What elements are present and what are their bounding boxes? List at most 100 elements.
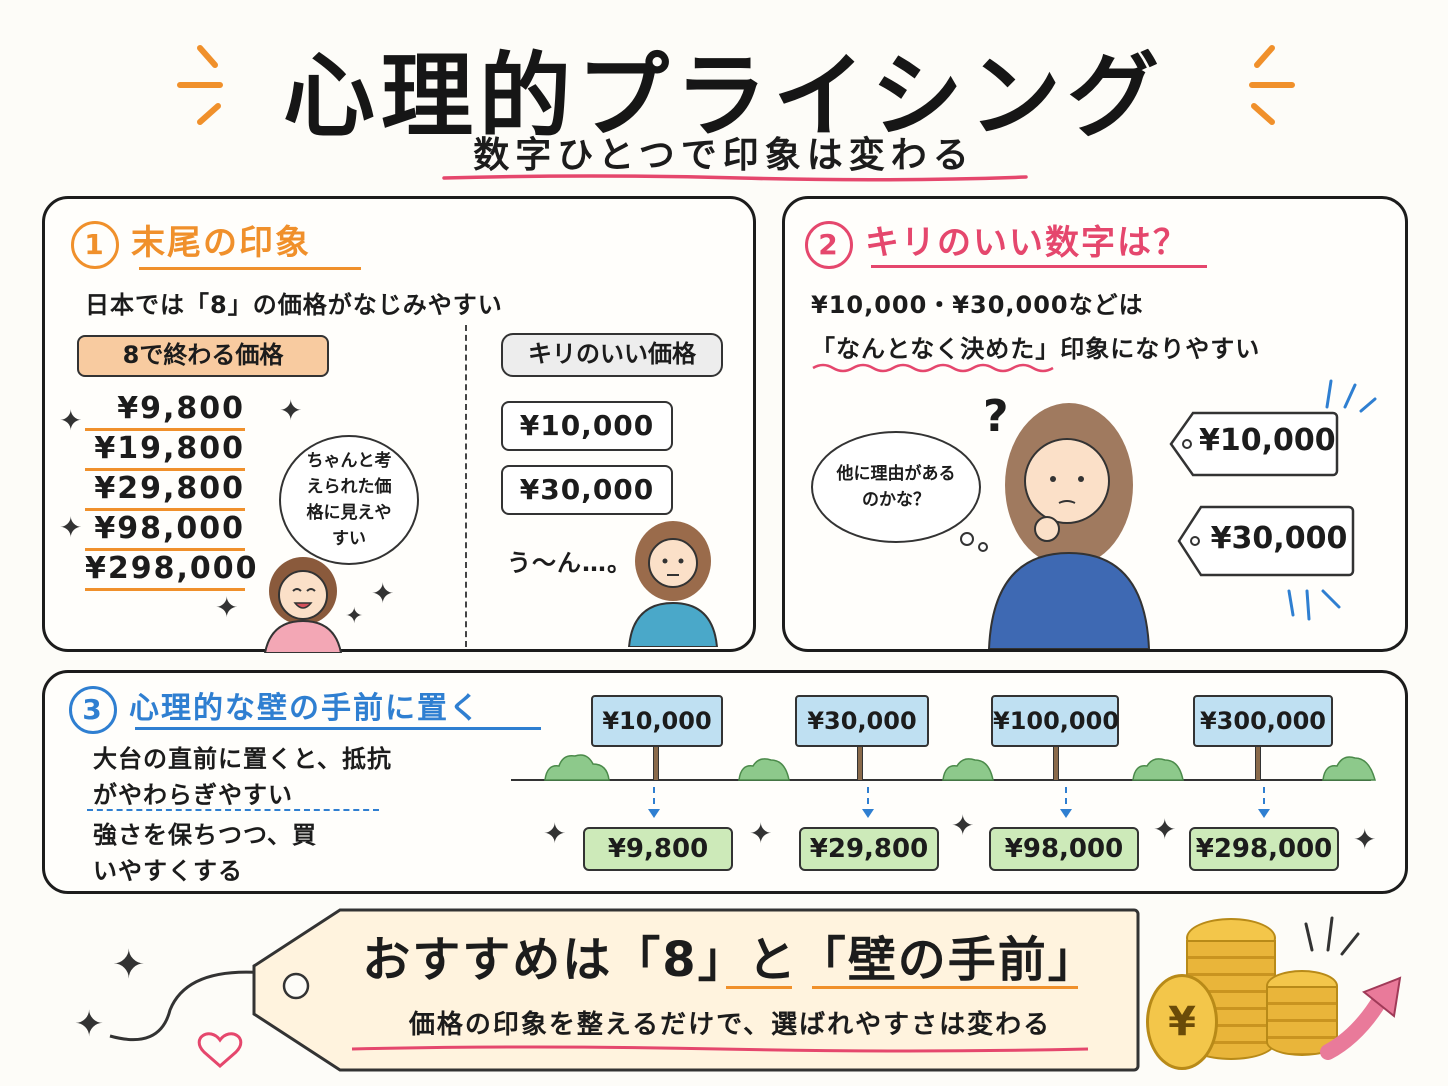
panel2-wavy-underline <box>812 363 1054 373</box>
wall-sign: ¥30,000 <box>795 695 929 747</box>
sparkle-icon: ✦ <box>112 942 146 988</box>
thought-dots <box>960 532 988 552</box>
wall-sign: ¥300,000 <box>1193 695 1333 747</box>
arrow-up-icon <box>1320 976 1402 1060</box>
price-item: ¥9,800 <box>85 391 245 431</box>
panel1-heading-underline <box>139 267 361 270</box>
panel3-heading-text: 心理的な壁の手前に置く <box>129 691 481 726</box>
emphasis-lines-icon <box>1325 379 1377 413</box>
wall-sign: ¥10,000 <box>591 695 723 747</box>
heart-icon <box>197 1032 243 1068</box>
question-icon: ? <box>983 391 1009 442</box>
headline-underline <box>726 986 792 989</box>
eight-price-list: ¥9,800 ¥19,800 ¥29,800 ¥98,000 ¥298,000 <box>85 391 257 591</box>
panel2-line2: 「なんとなく決めた」印象になりやすい <box>811 335 1261 363</box>
below-wall-price: ¥98,000 <box>989 827 1139 871</box>
arrow-head <box>862 809 874 818</box>
sparkle-icon: ✦ <box>74 1004 105 1045</box>
panel3-heading: 3 心理的な壁の手前に置く <box>69 683 481 734</box>
price-item: ¥298,000 <box>85 551 257 591</box>
round-price-box: ¥30,000 <box>501 465 673 515</box>
page-subtitle: 数字ひとつで印象は変わる <box>473 135 975 176</box>
sparkle-icon: ✦ <box>951 809 975 842</box>
wall-sign: ¥100,000 <box>991 695 1119 747</box>
thought-bubble: ちゃんと考えられた価格に見えやすい <box>279 435 419 565</box>
below-wall-price: ¥298,000 <box>1189 827 1339 871</box>
bush-icon <box>1322 756 1376 781</box>
panel1-number: 1 <box>71 220 119 269</box>
burst-right-icon <box>1249 45 1295 125</box>
subtitle-underline <box>442 174 1028 182</box>
arrow-down-icon <box>653 787 655 815</box>
sparkle-icon: ✦ <box>215 591 239 624</box>
arrow-head <box>1258 809 1270 818</box>
sparkle-icon: ✦ <box>543 817 567 850</box>
divider <box>465 325 467 647</box>
thought-bubble: 他に理由があるのかな？ <box>811 431 981 543</box>
recommendation-tag: おすすめは「8」と「壁の手前」 価格の印象を整えるだけで、選ばれやすさは変わる <box>250 906 1140 1074</box>
sparkle-icon: ✦ <box>279 394 303 427</box>
panel2-heading: 2 キリのいい数字は？ <box>805 215 1189 269</box>
tag-price: ¥10,000 <box>1199 423 1336 458</box>
below-wall-price: ¥29,800 <box>799 827 939 871</box>
bush-icon <box>738 758 790 781</box>
footer-headline: おすすめは「8」と「壁の手前」 <box>362 932 1098 988</box>
panel2-number: 2 <box>805 220 853 269</box>
sign-post <box>653 743 659 781</box>
bubble-text: 他に理由があるのかな？ <box>836 464 956 510</box>
page-title: 心理的プライシング <box>282 43 1165 150</box>
panel2-heading-text: キリのいい数字は？ <box>865 223 1189 263</box>
round-price-label: キリのいい価格 <box>501 333 723 377</box>
panel3-heading-underline <box>135 727 541 730</box>
below-wall-price: ¥9,800 <box>583 827 733 871</box>
arrow-down-icon <box>1263 787 1265 815</box>
emphasis-lines-icon <box>1304 916 1360 956</box>
headline-underline <box>812 986 1078 989</box>
sign-post <box>1053 743 1059 781</box>
bush-icon <box>544 754 610 781</box>
tag-price: ¥30,000 <box>1210 521 1348 556</box>
sparkle-icon: ✦ <box>371 577 395 610</box>
arrow-head <box>1060 809 1072 818</box>
price-tag-icon: ¥10,000 <box>1169 411 1339 477</box>
price-item: ¥98,000 <box>85 511 245 551</box>
sparkle-icon: ✦ <box>1353 823 1377 856</box>
panel3-desc2: 強さを保ちつつ、買いやすくする <box>93 821 318 885</box>
price-item: ¥29,800 <box>85 471 245 511</box>
sparkle-icon: ✦ <box>59 404 83 437</box>
panel2-line1: ¥10,000・¥30,000などは <box>811 291 1144 319</box>
sparkle-icon: ✦ <box>345 604 364 629</box>
panel3-number: 3 <box>69 685 117 734</box>
price-tag-icon: ¥30,000 <box>1177 505 1355 577</box>
coin-icon: ¥ <box>1146 974 1218 1070</box>
sparkle-icon: ✦ <box>749 817 773 850</box>
bubble-text: ちゃんと考えられた価格に見えやすい <box>306 451 392 549</box>
happy-woman-illustration <box>263 557 343 653</box>
sparkle-icon: ✦ <box>1153 813 1177 846</box>
price-item: ¥19,800 <box>85 431 245 471</box>
arrow-down-icon <box>1065 787 1067 815</box>
pondering-woman-illustration <box>987 403 1151 649</box>
bush-icon <box>942 758 994 781</box>
arrow-down-icon <box>867 787 869 815</box>
price-tag-icon <box>252 908 1140 1072</box>
bush-icon <box>1132 758 1184 781</box>
footer-subline: 価格の印象を整えるだけで、選ばれやすさは変わる <box>408 1010 1052 1040</box>
thinking-text: う〜ん…。 <box>507 549 632 577</box>
tag-string <box>109 970 291 1068</box>
thinking-woman-illustration <box>627 521 719 647</box>
burst-left-icon <box>177 45 223 125</box>
panel3-divider <box>87 809 379 811</box>
panel2-heading-underline <box>871 265 1207 268</box>
sparkle-icon: ✦ <box>59 511 83 544</box>
arrow-head <box>648 809 660 818</box>
eight-price-label: 8で終わる価格 <box>77 335 329 377</box>
panel1-description: 日本では「8」の価格がなじみやすい <box>85 291 503 319</box>
sign-post <box>1255 743 1261 781</box>
panel3-desc1: 大台の直前に置くと、抵抗がやわらぎやすい <box>93 745 393 809</box>
panel-round-numbers: 2 キリのいい数字は？ ¥10,000・¥30,000などは 「なんとなく決めた」… <box>782 196 1408 652</box>
ground-line <box>511 779 1371 781</box>
panel-psychological-wall: 3 心理的な壁の手前に置く 大台の直前に置くと、抵抗がやわらぎやすい 強さを保ちつ… <box>42 670 1408 894</box>
